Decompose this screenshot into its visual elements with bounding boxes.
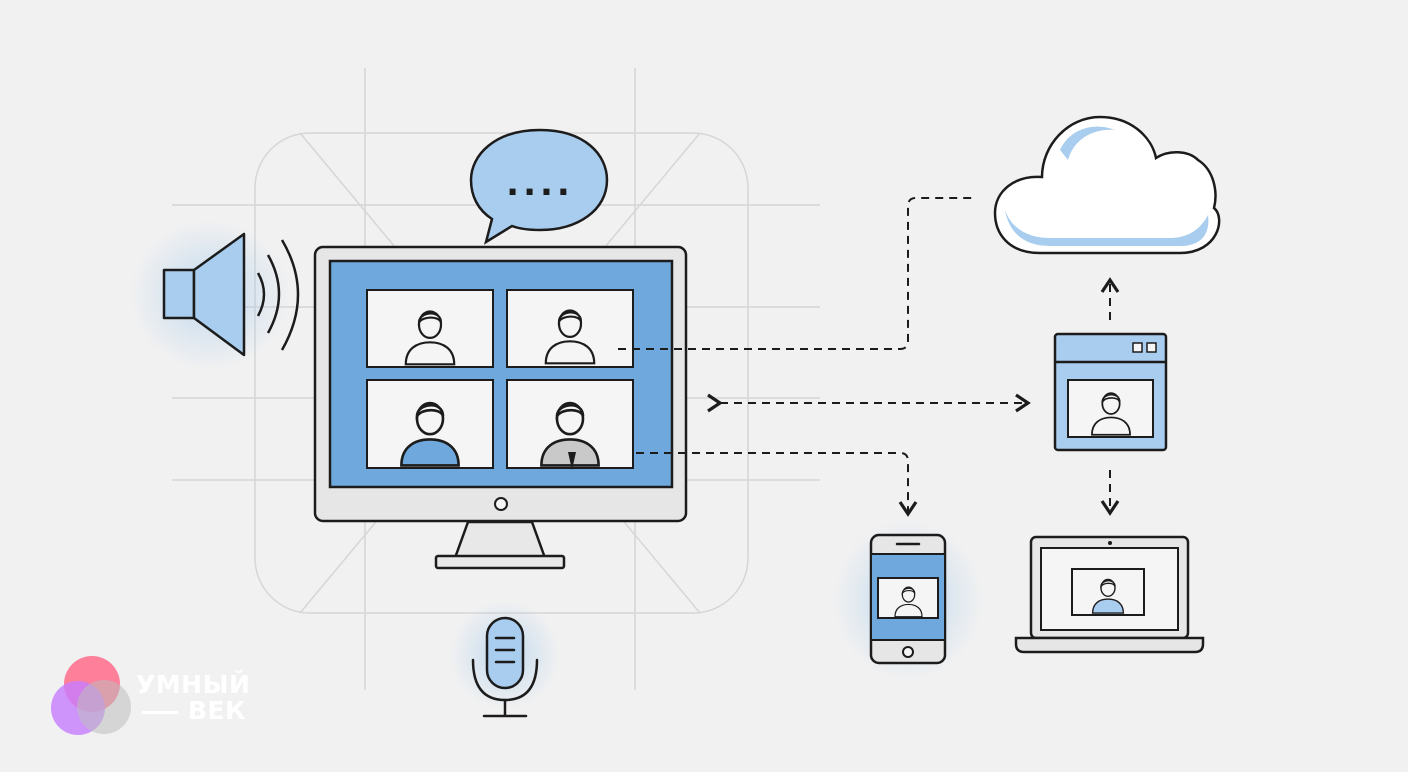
logo-dash	[142, 710, 178, 714]
cloud-icon	[993, 115, 1221, 255]
video-tile-2	[506, 289, 634, 368]
speech-bubble-icon: ....	[469, 128, 609, 245]
video-tile-4	[506, 379, 634, 470]
speech-bubble-text: ....	[506, 164, 574, 204]
logo-text: УМНЫЙ ВЕК	[136, 672, 250, 724]
laptop-icon	[1014, 535, 1205, 654]
smartphone-icon	[869, 533, 947, 665]
logo-mark	[51, 656, 131, 735]
video-tile-3	[366, 379, 494, 469]
connector-monitor-cloud	[618, 197, 972, 350]
connectors	[618, 197, 1120, 517]
microphone-icon	[471, 616, 539, 718]
video-tile-1	[366, 289, 494, 368]
logo-line-1: УМНЫЙ	[136, 670, 251, 699]
connector-monitor-phone	[636, 452, 918, 517]
speaker-icon	[162, 232, 300, 357]
browser-window-icon	[1053, 332, 1168, 452]
logo-line-2: ВЕК	[188, 696, 247, 725]
